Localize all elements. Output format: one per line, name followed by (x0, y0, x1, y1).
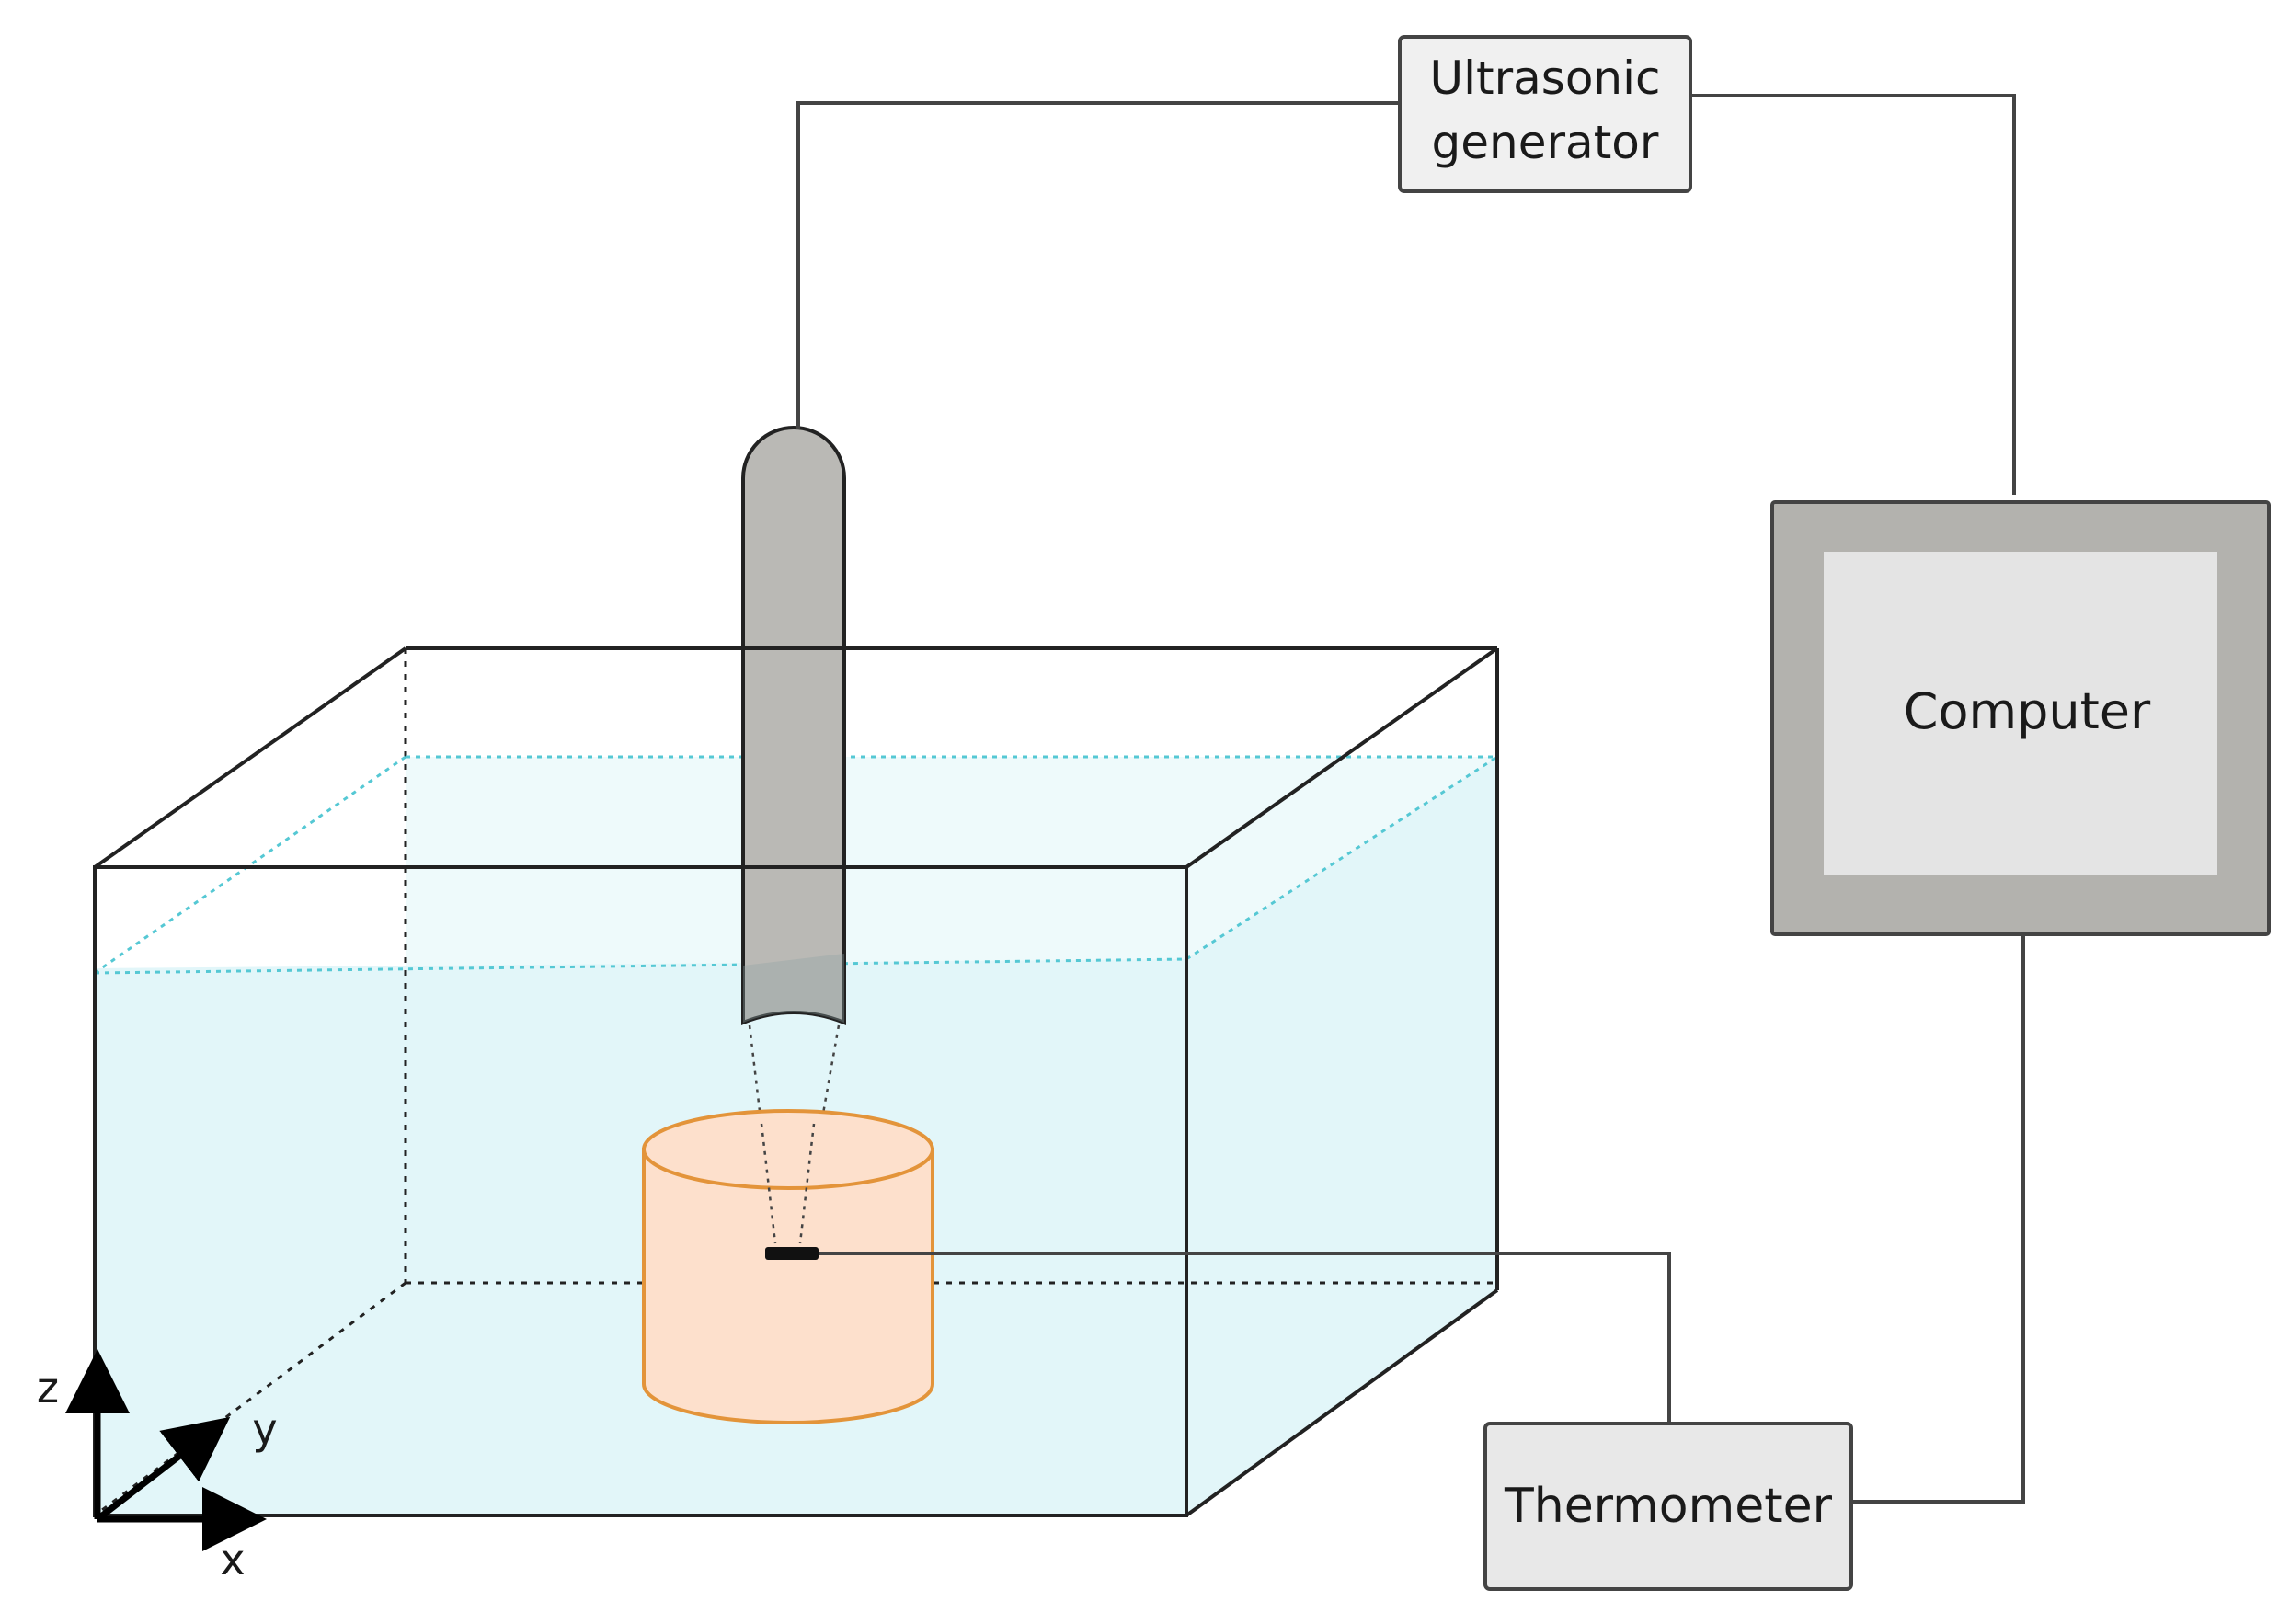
coordinate-axes (65, 1349, 267, 1551)
computer: Computer (1770, 500, 2271, 936)
thermometer-box (1483, 1422, 1853, 1591)
water-back-face (406, 757, 1497, 1287)
sample-cylinder (642, 1109, 934, 1424)
thermocouple-tip (765, 1247, 819, 1260)
computer-screen (1824, 552, 2217, 875)
computer-label: Computer (1904, 682, 2151, 740)
connection-wires (796, 94, 2025, 1504)
tank-hidden-edges (94, 648, 1497, 1517)
ultrasonic-generator-box (1398, 35, 1692, 193)
tank-visible-edges (93, 646, 1499, 1517)
axis-y-label: y (252, 1404, 277, 1454)
axis-z-label: z (37, 1363, 59, 1412)
thermometer: Thermometer (1483, 1422, 1853, 1591)
wire-sensor-thermometer (819, 1252, 1671, 1424)
wire-probe-generator (796, 101, 1400, 429)
axis-y-arrow (95, 1416, 231, 1522)
axis-x-label: x (220, 1535, 245, 1584)
ultrasonic-probe (741, 426, 846, 1025)
ultrasonic-generator-label-line1: Ultrasonic (1429, 51, 1660, 105)
ultrasonic-generator: Ultrasonic generator (1398, 35, 1692, 193)
water-surface (94, 755, 1498, 975)
wire-generator-computer (1690, 94, 2016, 495)
ultrasonic-generator-label-line2: generator (1432, 116, 1659, 169)
wire-thermometer-computer (1851, 935, 2025, 1504)
thermometer-label: Thermometer (1504, 1479, 1833, 1534)
